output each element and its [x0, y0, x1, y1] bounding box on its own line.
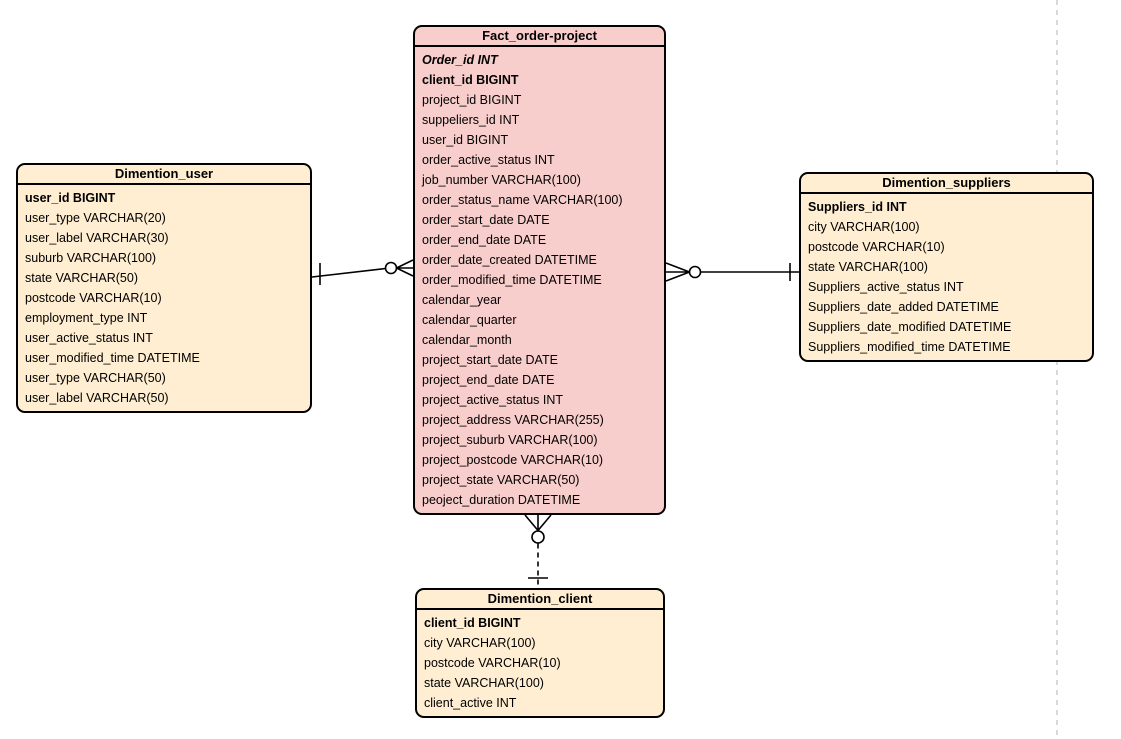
field-row: user_label VARCHAR(30) — [25, 231, 169, 245]
field-row: Suppliers_active_status INT — [808, 280, 964, 294]
field-row: calendar_quarter — [422, 313, 517, 327]
field-row: order_date_created DATETIME — [422, 253, 597, 267]
field-row: project_postcode VARCHAR(10) — [422, 453, 604, 467]
field-row: project_state VARCHAR(50) — [422, 473, 580, 487]
field-row: user_type VARCHAR(20) — [25, 211, 166, 225]
zero-circle-marker — [531, 530, 545, 544]
field-row: Order_id INT — [422, 53, 498, 67]
zero-circle-marker — [384, 261, 398, 275]
entity-title: Dimention_client — [417, 590, 663, 610]
field-row: state VARCHAR(100) — [808, 260, 928, 274]
entity-fields: Order_id INT client_id BIGINT project_id B… — [415, 47, 664, 513]
field-row: Suppliers_date_added DATETIME — [808, 300, 999, 314]
field-row: calendar_year — [422, 293, 502, 307]
field-row: Suppliers_modified_time DATETIME — [808, 340, 1011, 354]
field-row: suppeliers_id INT — [422, 113, 520, 127]
field-row: employment_type INT — [25, 311, 148, 325]
many-crowfoot-marker — [396, 259, 414, 277]
field-row: user_label VARCHAR(50) — [25, 391, 169, 405]
field-row: state VARCHAR(100) — [424, 676, 544, 690]
field-row: project_suburb VARCHAR(100) — [422, 433, 598, 447]
field-row: client_active INT — [424, 696, 517, 710]
field-row: order_end_date DATE — [422, 233, 547, 247]
field-row: order_status_name VARCHAR(100) — [422, 193, 623, 207]
entity-title: Fact_order-project — [415, 27, 664, 47]
entity-fact-order-project[interactable]: Fact_order-project Order_id INT client_id… — [413, 25, 666, 515]
field-row: order_start_date DATE — [422, 213, 550, 227]
field-row: postcode VARCHAR(10) — [25, 291, 162, 305]
field-row: project_end_date DATE — [422, 373, 555, 387]
field-row: postcode VARCHAR(10) — [424, 656, 561, 670]
field-row: client_id BIGINT — [424, 616, 521, 630]
field-row: calendar_month — [422, 333, 512, 347]
relationship-line — [311, 267, 386, 278]
field-row: client_id BIGINT — [422, 73, 519, 87]
field-row: city VARCHAR(100) — [424, 636, 536, 650]
field-row: project_address VARCHAR(255) — [422, 413, 604, 427]
field-row: order_active_status INT — [422, 153, 555, 167]
relationship-fact-suppliers[interactable] — [665, 262, 799, 282]
relationship-user-fact[interactable] — [311, 259, 414, 285]
field-row: city VARCHAR(100) — [808, 220, 920, 234]
field-row: postcode VARCHAR(10) — [808, 240, 945, 254]
field-row: project_active_status INT — [422, 393, 564, 407]
entity-dimention-user[interactable]: Dimention_user user_id BIGINT user_type V… — [16, 163, 312, 413]
field-row: Suppliers_date_modified DATETIME — [808, 320, 1012, 334]
field-row: project_start_date DATE — [422, 353, 558, 367]
field-row: peoject_duration DATETIME — [422, 493, 581, 507]
field-row: job_number VARCHAR(100) — [422, 173, 581, 187]
field-row: order_modified_time DATETIME — [422, 273, 602, 287]
entity-dimention-client[interactable]: Dimention_client client_id BIGINT city VA… — [415, 588, 665, 718]
many-crowfoot-marker — [665, 262, 690, 282]
many-crowfoot-marker — [524, 514, 552, 532]
field-row: Suppliers_id INT — [808, 200, 907, 214]
field-row: user_id BIGINT — [422, 133, 509, 147]
entity-dimention-suppliers[interactable]: Dimention_suppliers Suppliers_id INT city… — [799, 172, 1094, 362]
field-row: suburb VARCHAR(100) — [25, 251, 157, 265]
field-row: user_type VARCHAR(50) — [25, 371, 166, 385]
entity-title: Dimention_user — [18, 165, 310, 185]
field-row: user_active_status INT — [25, 331, 153, 345]
entity-title: Dimention_suppliers — [801, 174, 1092, 194]
relationship-fact-client[interactable] — [524, 514, 552, 588]
entity-fields: Suppliers_id INT city VARCHAR(100) postcod… — [801, 194, 1092, 360]
entity-fields: client_id BIGINT city VARCHAR(100) postcod… — [417, 610, 663, 716]
entity-fields: user_id BIGINT user_type VARCHAR(20) user_… — [18, 185, 310, 411]
field-row: project_id BIGINT — [422, 93, 522, 107]
field-row: user_modified_time DATETIME — [25, 351, 200, 365]
zero-circle-marker — [688, 265, 702, 279]
field-row: state VARCHAR(50) — [25, 271, 138, 285]
field-row: user_id BIGINT — [25, 191, 116, 205]
